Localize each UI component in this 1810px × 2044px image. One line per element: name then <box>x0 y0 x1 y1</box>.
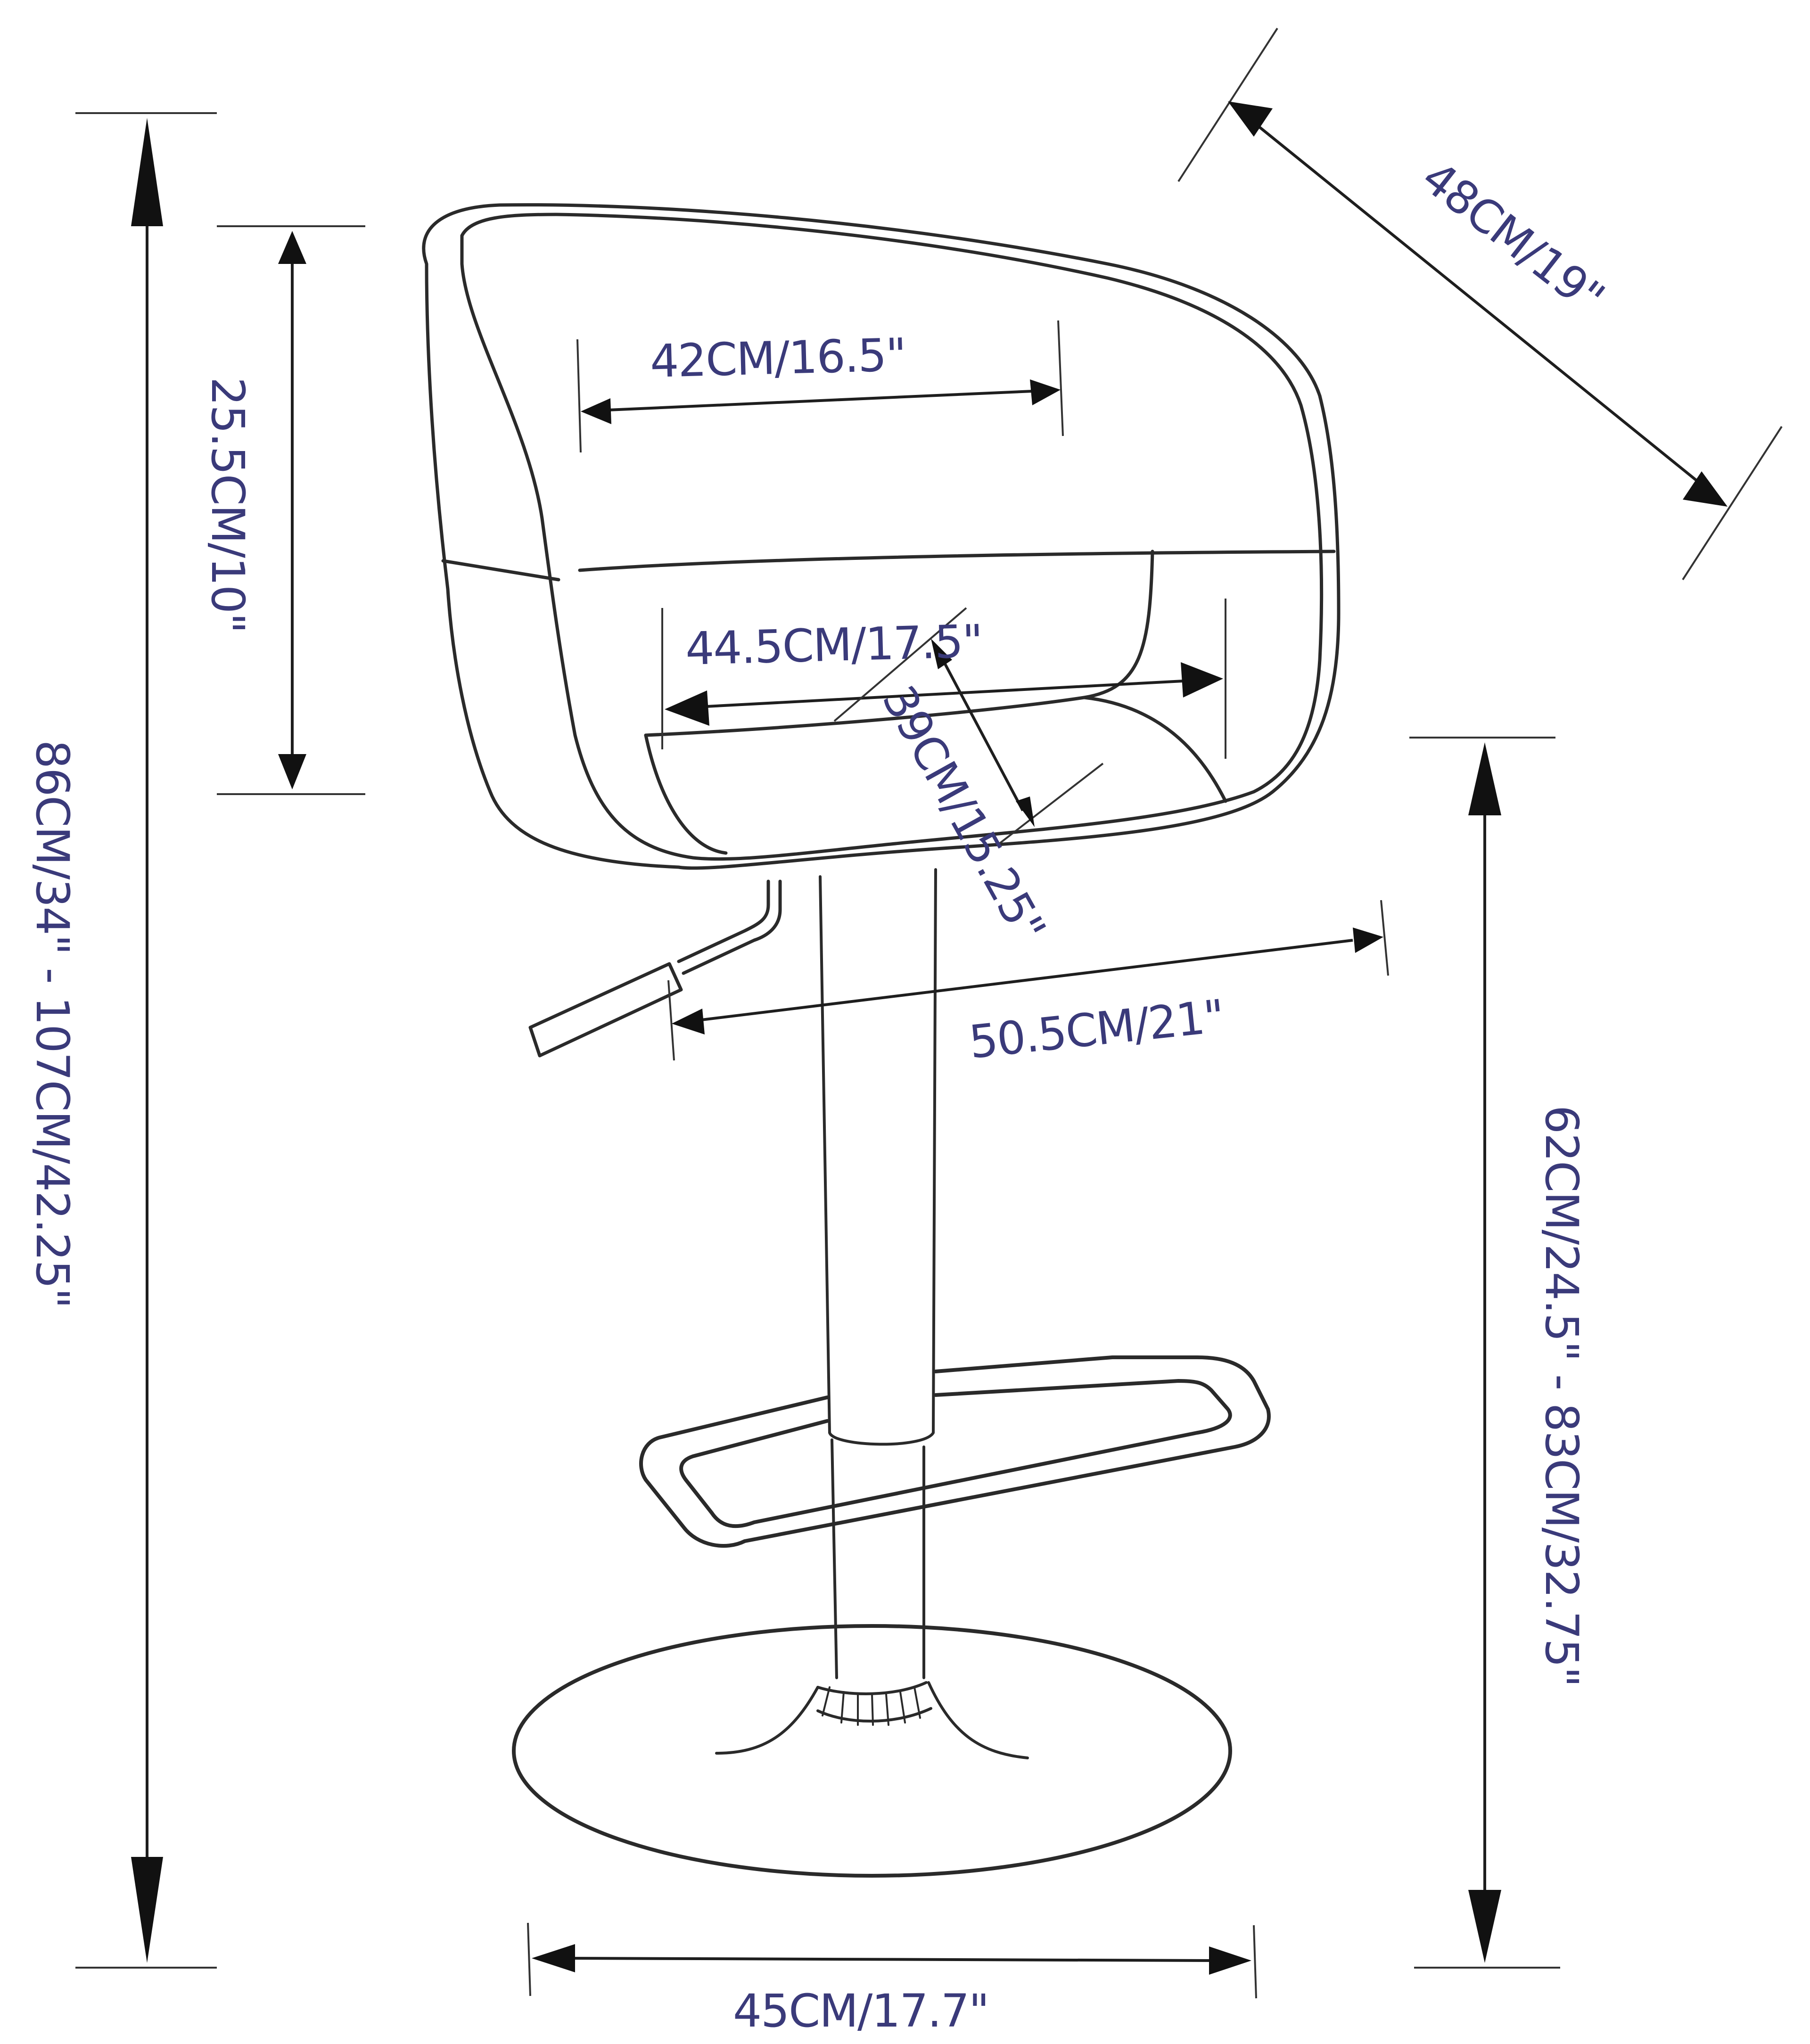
dimension-labels: 86CM/34" - 107CM/42.25" 25.5CM/10" 42CM/… <box>26 151 1613 2037</box>
back-left-panel-bottom <box>441 559 560 582</box>
label-overall-height: 86CM/34" - 107CM/42.25" <box>26 740 79 1308</box>
label-backrest-height: 25.5CM/10" <box>201 377 254 632</box>
seat-shell-inner <box>460 213 1324 861</box>
dim-backrest-height <box>217 225 365 795</box>
stool-drawing <box>422 203 1341 1878</box>
label-seat-width: 44.5CM/17.5" <box>685 615 983 675</box>
dim-overall-depth <box>1177 27 1783 581</box>
gas-cylinder-upper <box>819 868 937 1446</box>
dim-back-width <box>576 320 1064 453</box>
seat-cushion-front <box>644 696 1227 855</box>
seat-cushion-top <box>644 550 1154 737</box>
gas-lift-lever-grip <box>528 962 683 1058</box>
dim-overall-height <box>75 112 217 1969</box>
label-seat-height: 62CM/24.5" - 83CM/32.75" <box>1535 1105 1588 1686</box>
gas-lift-lever <box>677 879 782 975</box>
base-collar <box>715 1681 1029 1759</box>
dimension-lines <box>75 27 1783 1999</box>
dim-seat-depth <box>833 607 1104 845</box>
footrest-ring-inner <box>679 1379 1232 1528</box>
dim-overall-width <box>667 900 1389 1061</box>
dim-base-diameter <box>527 1922 1257 1999</box>
label-overall-width: 50.5CM/21" <box>967 990 1226 1069</box>
seat-shell-outer <box>422 203 1341 870</box>
dim-seat-width <box>661 599 1226 759</box>
back-divider-line <box>578 550 1336 572</box>
label-back-width: 42CM/16.5" <box>650 328 906 388</box>
gas-cylinder-lower <box>831 1438 925 1679</box>
round-base <box>512 1624 1232 1878</box>
dim-seat-height <box>1409 737 1560 1969</box>
footrest-ring-outer <box>639 1355 1271 1548</box>
label-overall-depth: 48CM/19" <box>1412 151 1613 324</box>
label-base-diameter: 45CM/17.7" <box>733 1985 988 2037</box>
